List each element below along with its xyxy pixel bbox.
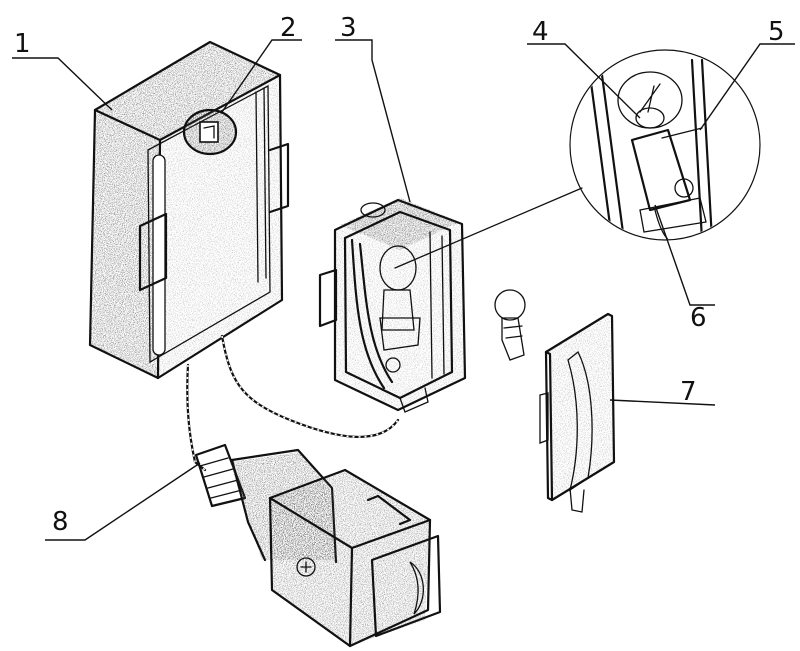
housing-box (88, 40, 290, 380)
label-1: 1 (14, 29, 31, 59)
label-6: 6 (690, 303, 707, 333)
part-labels: 1 2 3 4 5 6 7 8 (14, 13, 785, 537)
spare-bulb (494, 289, 526, 361)
cover-plate (539, 312, 616, 513)
lamp-housing-open (318, 198, 467, 413)
detail-magnifier (394, 49, 761, 269)
label-4: 4 (532, 17, 549, 47)
plug-connector (194, 443, 442, 648)
label-7: 7 (680, 377, 697, 407)
label-5: 5 (768, 17, 785, 47)
leader-lines (12, 39, 795, 541)
label-8: 8 (52, 507, 69, 537)
label-3: 3 (340, 13, 357, 43)
label-2: 2 (280, 13, 297, 43)
cables (186, 334, 400, 472)
